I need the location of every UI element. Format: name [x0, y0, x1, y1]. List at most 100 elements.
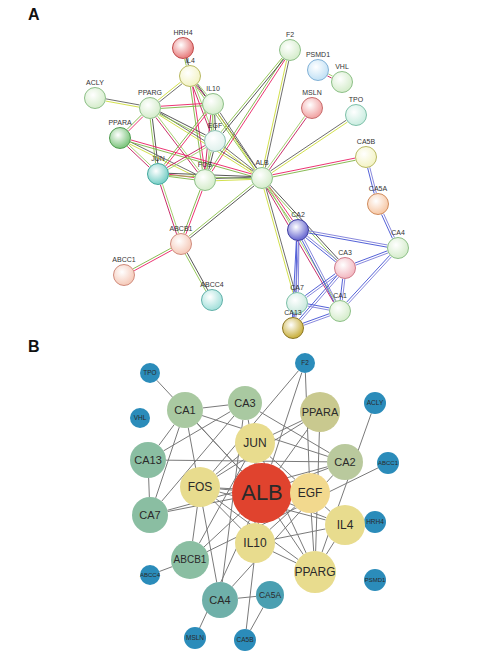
gene-label: PPARA	[302, 407, 338, 418]
edge-stroke	[162, 416, 234, 501]
edge-stroke	[306, 238, 336, 262]
protein-node: F2	[279, 39, 301, 61]
edge-stroke	[355, 251, 387, 263]
gene-label: MSLN	[186, 635, 204, 642]
gene-label: JUN	[243, 437, 266, 449]
gene-label: CA4	[209, 595, 230, 606]
interaction-edge	[159, 424, 175, 445]
edge-stroke	[273, 552, 296, 563]
gene-label: JUN	[151, 155, 165, 163]
protein-node: CA3	[334, 257, 356, 279]
interaction-edge	[210, 59, 285, 172]
edge-stroke	[308, 306, 329, 310]
gene-label: CA5A	[259, 591, 281, 600]
edge-stroke	[307, 236, 337, 260]
interaction-edge	[309, 231, 388, 247]
gene-label: F2	[286, 31, 294, 39]
edge-stroke	[311, 513, 313, 551]
edge-stroke	[308, 304, 329, 308]
edge-stroke	[272, 122, 348, 173]
interaction-edge	[308, 304, 330, 310]
interaction-edge	[161, 104, 202, 109]
gene-label: ABCC1	[378, 460, 398, 466]
edge-stroke	[198, 84, 207, 95]
edge-stroke	[302, 240, 334, 301]
edge-stroke	[189, 184, 253, 236]
gene-label: CA5B	[237, 637, 254, 644]
protein-node: CA5B	[355, 146, 377, 168]
edge-stroke	[238, 596, 256, 598]
hub-node: PSMD1	[364, 569, 386, 591]
interaction-edge	[275, 529, 326, 539]
gene-label: CA7	[139, 510, 160, 521]
gene-label: CA3	[234, 398, 255, 409]
edge-stroke	[304, 239, 336, 300]
gene-label: PSMD1	[365, 577, 386, 583]
protein-node: TPO	[345, 104, 367, 126]
hub-node: EGF	[290, 473, 330, 513]
edge-stroke	[220, 489, 232, 490]
gene-label: EGF	[208, 122, 222, 130]
hub-node: MSLN	[184, 627, 206, 649]
protein-node: VHL	[331, 71, 353, 93]
gene-label: ALB	[255, 159, 268, 167]
gene-label: ABCC4	[200, 281, 223, 289]
edge-stroke	[159, 84, 182, 102]
gene-label: CA2	[291, 211, 305, 219]
hub-node: CA5A	[256, 581, 284, 609]
interaction-edge	[271, 372, 301, 464]
gene-label: PSMD1	[306, 51, 330, 59]
gene-label: CA1	[333, 292, 347, 300]
edge-stroke	[216, 179, 251, 180]
edge-stroke	[275, 529, 326, 539]
edge-stroke	[221, 58, 282, 132]
gene-label: CA2	[334, 457, 355, 468]
edge-stroke	[134, 250, 172, 270]
interaction-edge	[189, 184, 254, 238]
gene-label: CA1	[174, 405, 195, 416]
edge-stroke	[213, 371, 299, 472]
gene-label: IL4	[337, 519, 354, 531]
protein-node: PPARG	[139, 97, 161, 119]
edge-stroke	[223, 149, 253, 172]
gene-label: CA7	[290, 284, 304, 292]
edge-stroke	[382, 214, 393, 238]
edge-stroke	[203, 405, 228, 408]
hub-node: CA13	[130, 442, 166, 478]
gene-label: MSLN	[302, 89, 321, 97]
edge-stroke	[129, 145, 151, 166]
edge-stroke	[106, 99, 139, 105]
hub-node: FOS	[180, 467, 220, 507]
gene-label: HRH4	[173, 29, 192, 37]
interaction-edge	[223, 147, 254, 172]
protein-node: FOS	[194, 169, 216, 191]
hub-node: ABCB1	[171, 541, 209, 579]
protein-node: MSLN	[301, 97, 323, 119]
hub-node: F2	[295, 353, 315, 373]
protein-node: HRH4	[172, 37, 194, 59]
interaction-edge	[326, 542, 334, 554]
protein-node: EGF	[204, 130, 226, 152]
hub-node: ABCC4	[140, 565, 160, 585]
hub-node: CA3	[228, 386, 262, 420]
interaction-edge	[221, 58, 284, 133]
edge-stroke	[148, 478, 150, 497]
panel-label: B	[28, 338, 40, 356]
protein-node: ALB	[251, 167, 273, 189]
interaction-edge	[220, 489, 232, 490]
gene-label: CA5B	[357, 138, 375, 146]
edge-stroke	[271, 120, 347, 171]
edge-stroke	[304, 316, 330, 326]
interaction-edge	[267, 187, 336, 302]
edge-stroke	[166, 113, 207, 166]
gene-label: FOS	[188, 481, 213, 493]
interaction-edge	[264, 188, 295, 292]
interaction-edge	[169, 174, 194, 179]
interaction-edge	[203, 405, 228, 408]
edge-stroke	[159, 424, 175, 445]
interaction-edge	[106, 99, 140, 107]
gene-label: IL10	[206, 85, 220, 93]
hub-node: CA1	[167, 392, 203, 428]
edge-stroke	[305, 274, 335, 296]
